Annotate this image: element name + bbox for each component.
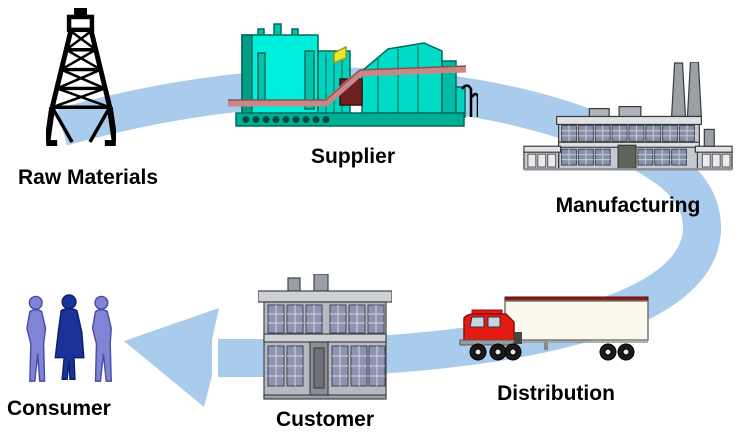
consumer-label: Consumer [7,397,111,420]
factory-door [617,144,637,170]
distribution-label: Distribution [497,382,615,405]
semi-truck-icon [459,296,649,361]
people-icon [26,294,112,382]
truck-trailer [504,296,649,350]
building-chimney [287,277,301,292]
factory-chimney [686,62,702,118]
person-middle [54,294,85,380]
factory-chimney [670,62,687,118]
oil-derrick-icon [46,8,116,147]
node-consumer: Consumer [6,293,146,428]
supplier-label: Supplier [310,145,395,168]
person-left [26,295,47,382]
supplier-portholes [242,116,330,123]
node-distribution: Distribution [458,288,654,410]
node-customer: Customer [258,274,392,434]
supplier-pipe [228,65,467,107]
person-right [91,295,112,382]
truck-wheels [469,343,635,361]
node-supplier: Supplier [228,21,478,171]
supplier-hook-pipes [460,84,478,117]
raw-materials-label: Raw Materials [18,166,159,189]
node-raw-materials: Raw Materials [18,8,188,193]
factory-icon [523,62,733,171]
flow-arrow-head [124,308,219,407]
truck-cab [459,309,522,346]
building-chimney [313,274,329,292]
refinery-plant-icon [228,23,478,127]
office-building-icon [258,274,392,400]
customer-label: Customer [275,408,375,431]
node-manufacturing: Manufacturing [523,62,733,220]
manufacturing-label: Manufacturing [555,194,701,217]
